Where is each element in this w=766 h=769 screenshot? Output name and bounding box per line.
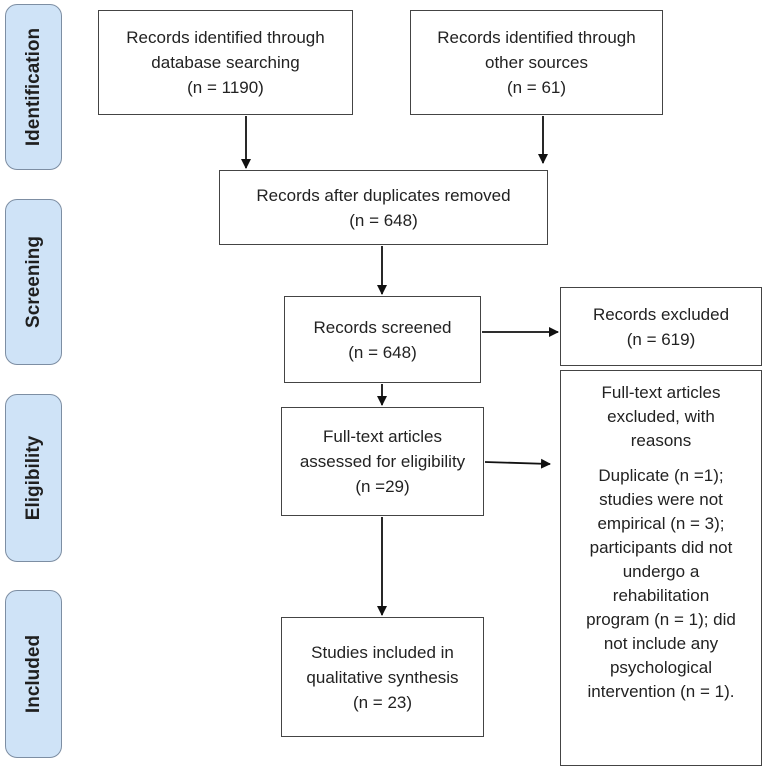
box-line: excluded, with — [607, 407, 715, 426]
stage-screening: Screening — [5, 199, 62, 365]
box-line: Full-text articles — [322, 427, 443, 446]
excluded-box: Records excluded (n = 619) — [560, 287, 762, 366]
box-line: qualitative synthesis — [306, 667, 459, 687]
database-records-box: Records identified through database sear… — [98, 10, 353, 115]
stage-identification: Identification — [5, 4, 62, 170]
box-line: (n = 23) — [352, 692, 413, 712]
reason-line: empirical (n = 3); — [597, 514, 725, 533]
box-line: Records excluded — [592, 304, 730, 324]
box-line: (n =29) — [355, 477, 410, 496]
box-line: Records screened — [313, 317, 452, 337]
fulltext-excluded-box: Full-text articles excluded, with reason… — [560, 370, 762, 766]
box-line: (n = 61) — [506, 78, 567, 97]
included-box: Studies included in qualitative synthesi… — [281, 617, 484, 737]
box-line: Records identified through — [437, 28, 636, 47]
reason-line: rehabilitation — [612, 586, 710, 605]
box-line: reasons — [630, 431, 692, 450]
stage-included: Included — [5, 590, 62, 758]
box-line: Records identified through — [126, 28, 325, 47]
reason-line: program (n = 1); did — [586, 610, 736, 629]
fulltext-assessed-box: Full-text articles assessed for eligibil… — [281, 407, 484, 516]
reason-line: not include any — [603, 634, 719, 653]
other-sources-box: Records identified through other sources… — [410, 10, 663, 115]
box-line: assessed for eligibility — [299, 452, 466, 471]
box-line: (n = 648) — [348, 342, 417, 362]
reason-line: participants did not — [589, 538, 733, 557]
box-line: database searching — [151, 53, 300, 72]
box-line: other sources — [485, 53, 588, 72]
box-line: (n = 619) — [626, 329, 696, 349]
arrow-fulltext-to-excluded — [484, 458, 551, 469]
after-duplicates-box: Records after duplicates removed (n = 64… — [219, 170, 548, 245]
reason-line: psychological — [609, 658, 713, 677]
reason-line: studies were not — [599, 490, 723, 509]
box-line: (n = 1190) — [187, 78, 264, 97]
box-line: Full-text articles — [601, 383, 721, 402]
box-line: (n = 648) — [349, 210, 418, 230]
reason-line: intervention (n = 1). — [587, 682, 735, 701]
reason-line: Duplicate (n =1); — [598, 466, 724, 485]
box-line: Records after duplicates removed — [256, 185, 511, 205]
box-line: Studies included in — [311, 642, 454, 662]
stage-eligibility: Eligibility — [5, 394, 62, 562]
screened-box: Records screened (n = 648) — [284, 296, 481, 383]
reason-line: undergo a — [622, 562, 700, 581]
